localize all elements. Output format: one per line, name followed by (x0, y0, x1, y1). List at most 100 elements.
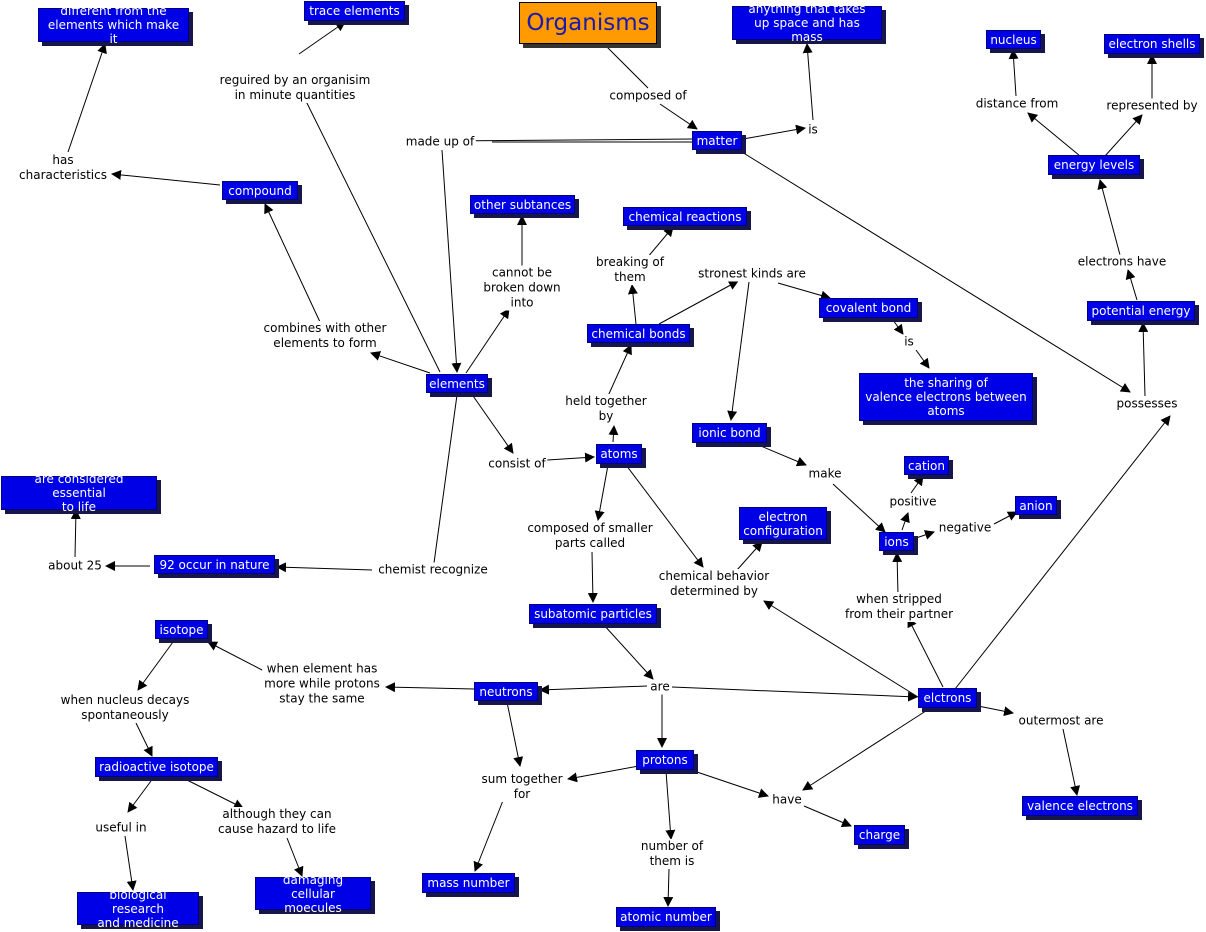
concept-atoms[interactable]: atoms (596, 444, 642, 464)
phrase-represented-by: represented by (1104, 98, 1200, 114)
link-line (299, 88, 441, 373)
phrase-consist-of: consist of (486, 456, 548, 472)
phrase-required-minute-quantities: reguired by an organisim in minute quant… (217, 73, 373, 103)
link-line (264, 203, 321, 323)
concept-isotope[interactable]: isotope (155, 620, 208, 639)
phrase-when-stripped: when stripped from their partner (842, 592, 956, 622)
link-line (276, 562, 373, 573)
link-line (1097, 179, 1121, 256)
phrase-about-25: about 25 (46, 558, 104, 574)
concept-essential-to-life[interactable]: are considered essential to life (1, 472, 157, 514)
phrase-held-together-by: held together by (563, 394, 649, 424)
concept-neutrons[interactable]: neutrons (474, 682, 538, 701)
phrase-number-of-them: number of them is (638, 839, 706, 869)
concept-different-from-elements[interactable]: different from the elements which make i… (38, 4, 189, 46)
link-line (506, 701, 524, 767)
link-line (625, 464, 704, 568)
link-line (736, 541, 763, 571)
phrase-make: make (806, 466, 844, 482)
phrase-electrons-have: electrons have (1075, 254, 1169, 270)
concept-92-occur-in-nature[interactable]: 92 occur in nature (154, 555, 275, 574)
concept-subatomic-particles[interactable]: subatomic particles (529, 604, 657, 624)
concept-compound[interactable]: compound (222, 181, 298, 200)
link-line (1062, 728, 1081, 796)
concept-chemical-bonds[interactable]: chemical bonds (587, 324, 690, 343)
phrase-possesses: possesses (1114, 396, 1180, 412)
phrase-are: are (648, 679, 672, 695)
concept-valence-electrons[interactable]: valence electrons (1022, 796, 1138, 816)
link-line (135, 722, 153, 757)
phrase-positive: positive (887, 494, 939, 510)
link-line (910, 475, 924, 494)
link-line (777, 282, 831, 301)
link-line (803, 805, 852, 828)
phrase-chemist-recognize: chemist recognize (376, 562, 490, 578)
concept-chemical-reactions[interactable]: chemical reactions (623, 207, 747, 226)
concept-charge[interactable]: charge (854, 825, 905, 845)
concept-biological-research[interactable]: biological research and medicine (77, 888, 199, 930)
phrase-useful-in: useful in (93, 820, 149, 836)
concept-anion[interactable]: anion (1015, 496, 1057, 515)
link-line (912, 530, 935, 540)
link-line (385, 682, 475, 693)
concept-electron-shells[interactable]: electron shells (1104, 34, 1200, 54)
concept-elements[interactable]: elements (426, 374, 488, 393)
link-line (124, 835, 137, 891)
phrase-cannot-broken-down: cannot be broken down into (481, 265, 563, 311)
link-line (832, 483, 886, 533)
concept-trace-elements[interactable]: trace elements (304, 1, 405, 21)
link-line (671, 686, 918, 702)
link-line (67, 43, 107, 153)
link-line (659, 103, 698, 130)
phrase-distance-from: distance from (973, 96, 1061, 112)
concept-energy-levels[interactable]: energy levels (1048, 155, 1140, 175)
link-line (111, 169, 221, 186)
link-line (606, 46, 649, 89)
link-line (433, 394, 458, 564)
concept-ionic-bond[interactable]: ionic bond (692, 423, 767, 443)
concept-matter[interactable]: matter (692, 131, 742, 150)
concept-sharing-valence[interactable]: the sharing of valence electrons between… (859, 373, 1033, 421)
concept-covalent-bond[interactable]: covalent bond (819, 298, 918, 318)
phrase-nucleus-decays: when nucleus decays spontaneously (58, 693, 192, 723)
concept-anything-takes-space[interactable]: anything that takes up space and has mas… (732, 2, 882, 44)
link-line (1138, 322, 1149, 397)
concept-other-subtances[interactable]: other subtances (470, 195, 575, 214)
concept-elctrons[interactable]: elctrons (918, 688, 977, 708)
link-line (286, 837, 304, 877)
link-line (690, 769, 769, 798)
link-line (915, 349, 930, 369)
link-line (900, 512, 910, 531)
link-line (439, 138, 694, 142)
link-line (298, 21, 346, 55)
link-line (1008, 49, 1019, 97)
phrase-made-up-of: made up of (403, 134, 477, 150)
concept-potential-energy[interactable]: potential energy (1087, 301, 1195, 321)
link-line (892, 552, 903, 596)
concept-protons[interactable]: protons (636, 750, 694, 770)
concept-nucleus[interactable]: nucleus (986, 30, 1041, 49)
phrase-stronest-kinds: stronest kinds are (696, 266, 808, 282)
link-line (127, 780, 152, 813)
concept-ions[interactable]: ions (879, 532, 914, 551)
concept-atomic-number[interactable]: atomic number (616, 907, 716, 927)
phrase-breaking-of-them: breaking of them (594, 255, 666, 285)
phrase-outermost-are: outermost are (1016, 713, 1106, 729)
concept-electron-configuration[interactable]: electron configuration (739, 507, 827, 540)
link-line (658, 280, 739, 325)
link-line (70, 509, 81, 558)
concept-damaging-cellular[interactable]: damaging cellular moecules (255, 873, 371, 915)
concept-cation[interactable]: cation (904, 456, 949, 475)
phrase-when-element-has: when element has more while protons stay… (262, 661, 382, 707)
link-line (180, 776, 244, 809)
link-line (665, 770, 676, 840)
phrase-composed-of-smaller: composed of smaller parts called (525, 521, 655, 551)
concept-organisms[interactable]: Organisms (519, 2, 657, 44)
concept-mass-number[interactable]: mass number (422, 873, 515, 893)
concept-radioactive-isotope[interactable]: radioactive isotope (95, 757, 218, 777)
link-line (892, 319, 904, 335)
link-line (594, 464, 609, 521)
link-line (802, 706, 933, 791)
